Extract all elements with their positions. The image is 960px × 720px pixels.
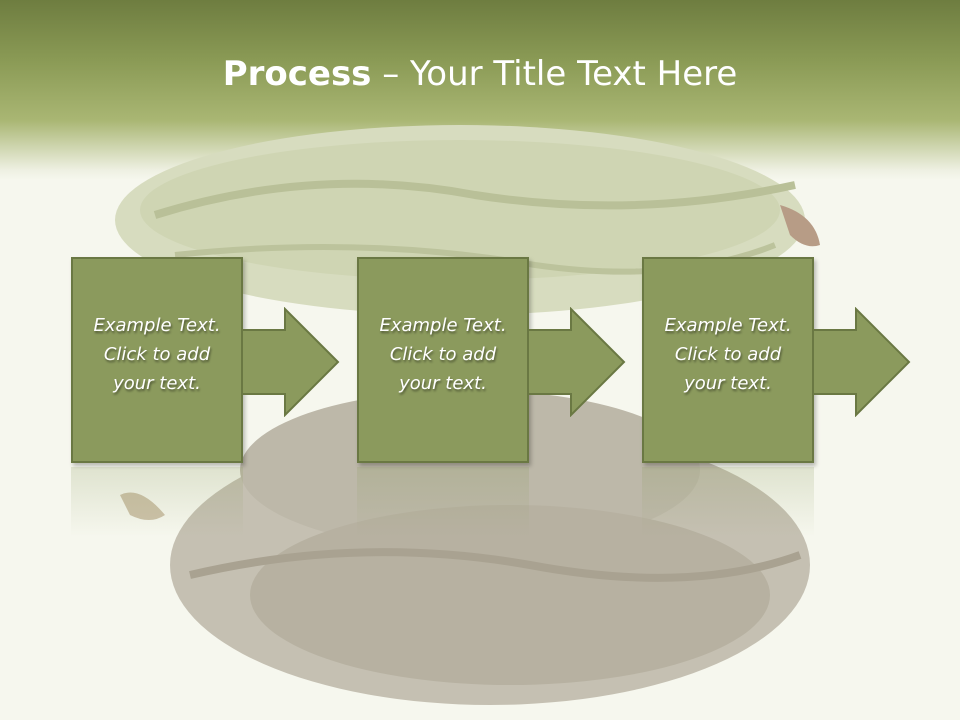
step-text-line: Click to add — [674, 344, 782, 365]
step-text: Example Text. Click to add your text. — [359, 311, 527, 398]
step-text-line: your text. — [684, 373, 772, 394]
step-text: Example Text. Click to add your text. — [644, 311, 812, 398]
title-bold: Process — [222, 54, 372, 94]
arrow-right-icon — [243, 307, 340, 417]
step-box[interactable]: Example Text. Click to add your text. — [71, 257, 243, 463]
arrow-right-icon — [529, 307, 626, 417]
arrow-right-icon — [814, 307, 911, 417]
step-text-line: Click to add — [389, 344, 497, 365]
step-text-line: your text. — [399, 373, 487, 394]
step-text-line: Example Text. — [379, 315, 507, 336]
slide-title[interactable]: Process – Your Title Text Here — [0, 52, 960, 96]
step-reflection — [71, 467, 243, 537]
cocoa-pod-brown-image — [120, 390, 810, 705]
step-text: Example Text. Click to add your text. — [73, 311, 241, 398]
step-box[interactable]: Example Text. Click to add your text. — [357, 257, 529, 463]
step-box[interactable]: Example Text. Click to add your text. — [642, 257, 814, 463]
step-reflection — [357, 467, 529, 537]
step-text-line: Example Text. — [664, 315, 792, 336]
step-text-line: your text. — [113, 373, 201, 394]
step-reflection — [642, 467, 814, 537]
cocoa-pod-green-image — [115, 125, 820, 315]
step-text-line: Click to add — [103, 344, 211, 365]
title-rest: – Your Title Text Here — [371, 54, 738, 94]
step-text-line: Example Text. — [93, 315, 221, 336]
